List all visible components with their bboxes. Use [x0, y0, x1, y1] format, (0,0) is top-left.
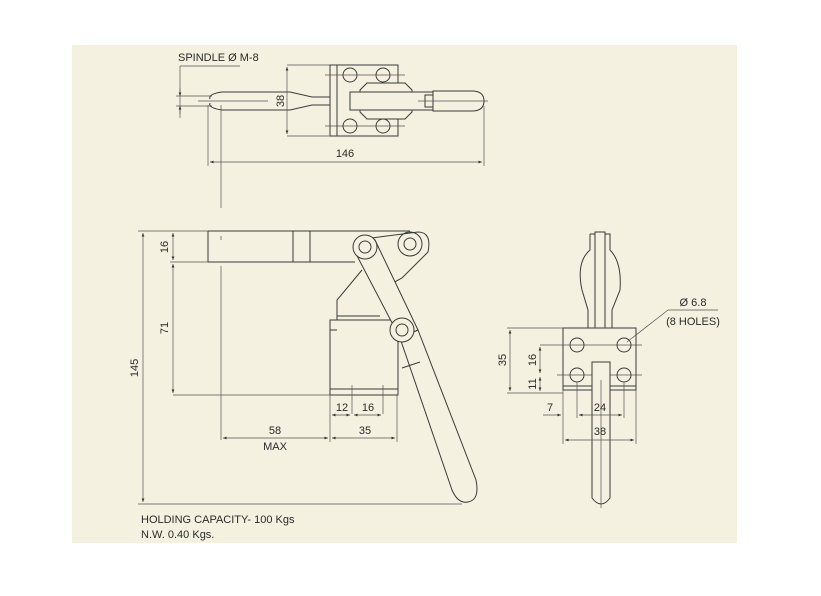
top-dim-16: 16 [159, 241, 171, 253]
spindle-label: SPINDLE Ø M-8 [178, 52, 259, 64]
front-view: Ø 6.8 (8 HOLES) 35 16 11 7 24 38 [497, 231, 720, 508]
holding-capacity-note: HOLDING CAPACITY- 100 Kgs [141, 514, 295, 526]
net-weight-note: N.W. 0.40 Kgs. [141, 529, 214, 541]
height-dim-145: 145 [129, 359, 141, 377]
reach-dim-58: 58 [269, 425, 281, 437]
length-dim-146: 146 [336, 148, 354, 160]
base-height-dim-35: 35 [497, 354, 509, 366]
hole-horiz-spacing-dim-24: 24 [594, 402, 606, 414]
side-view: 145 16 71 12 16 58 MAX [129, 230, 478, 505]
drawing-sheet [72, 45, 737, 543]
hole-spacing-dim-16: 16 [362, 402, 374, 414]
hole-side-dim-7: 7 [547, 402, 553, 414]
mid-dim-71: 71 [159, 322, 171, 334]
base-length-dim-35: 35 [359, 425, 371, 437]
hole-vert-spacing-dim-16: 16 [527, 354, 539, 366]
hole-offset-dim-12: 12 [336, 402, 348, 414]
width-dim-38: 38 [275, 95, 287, 107]
reach-max-note: MAX [263, 441, 288, 453]
top-view: SPINDLE Ø M-8 38 146 [176, 52, 488, 208]
hole-bottom-dim-11: 11 [527, 378, 539, 389]
hole-diameter-label: Ø 6.8 [680, 297, 707, 309]
base-width-dim-38: 38 [594, 426, 606, 438]
hole-count-label: (8 HOLES) [666, 316, 720, 328]
